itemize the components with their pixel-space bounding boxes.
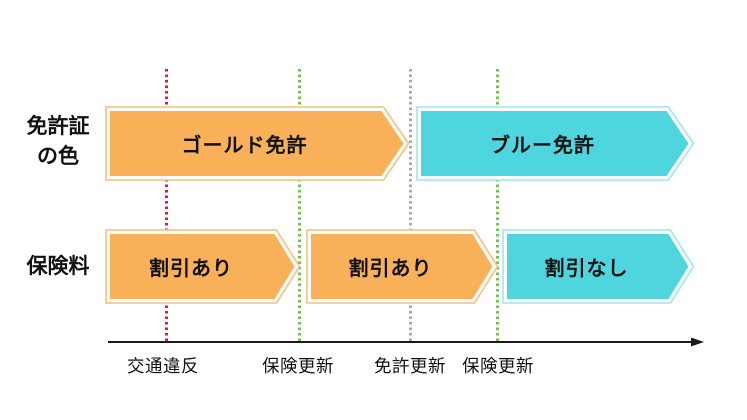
row-label-license-color-line2: の色 [37, 145, 79, 169]
row-label-premium: 保険料 [8, 252, 108, 282]
event-guide-line-insurance-renewal-2 [496, 69, 499, 341]
event-label-license-renewal: 免許更新 [374, 356, 446, 376]
row-label-license-color: 免許証 の色 [8, 112, 108, 173]
blue-license-arrow-shape [416, 106, 695, 181]
time-axis-arrow [108, 337, 704, 347]
event-label-insurance-renewal-1: 保険更新 [262, 356, 334, 376]
gold-license-label: ゴールド免許 [181, 135, 308, 157]
gold-license-arrow-shape [105, 106, 410, 181]
event-guide-line-license-renewal [409, 69, 412, 341]
premium-segment-3-label: 割引なし [544, 258, 629, 280]
blue-license-arrow: ブルー免許 [416, 106, 695, 181]
blue-license-label: ブルー免許 [490, 135, 595, 157]
premium-segment-1-arrow: 割引あり [105, 229, 301, 304]
event-guide-line-insurance-renewal-1 [298, 69, 301, 341]
premium-segment-1-shape [105, 229, 301, 304]
premium-segment-3-arrow: 割引なし [502, 229, 695, 304]
event-guide-line-traffic-violation [165, 69, 168, 341]
premium-segment-2-arrow: 割引あり [306, 229, 499, 304]
row-label-license-color-line1: 免許証 [26, 115, 90, 138]
gold-license-arrow: ゴールド免許 [105, 106, 410, 181]
premium-segment-2-shape [306, 229, 499, 304]
row-label-premium-text: 保険料 [26, 255, 90, 278]
premium-segment-1-label: 割引あり [149, 258, 233, 280]
event-label-traffic-violation: 交通違反 [127, 356, 199, 376]
event-label-insurance-renewal-2: 保険更新 [462, 356, 534, 376]
premium-segment-2-label: 割引あり [348, 258, 433, 280]
premium-segment-3-shape [502, 229, 695, 304]
